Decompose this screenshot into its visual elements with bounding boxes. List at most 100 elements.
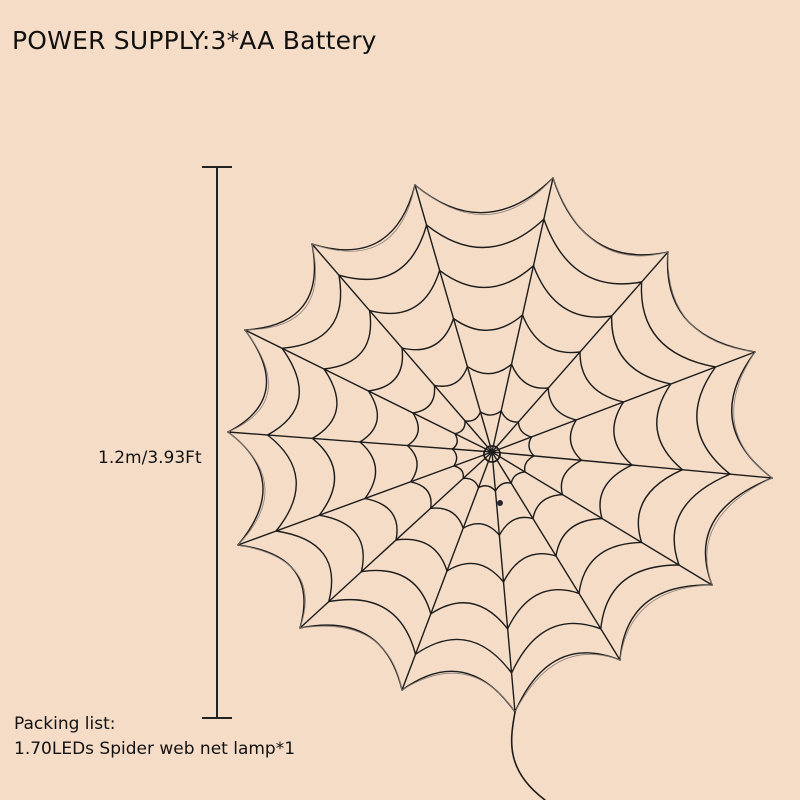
web-strand-shadow bbox=[311, 184, 416, 252]
web-strand bbox=[532, 265, 613, 318]
web-strand bbox=[464, 411, 482, 422]
web-strand bbox=[244, 243, 316, 331]
web-strand bbox=[281, 274, 342, 349]
web-strand bbox=[433, 365, 469, 387]
web-strand bbox=[517, 421, 533, 438]
web-strand bbox=[311, 437, 336, 516]
web-strand bbox=[227, 329, 268, 433]
web-strand bbox=[523, 455, 535, 473]
web-strand-shadow bbox=[401, 672, 516, 713]
web-strand bbox=[696, 366, 731, 475]
web-strand-shadow bbox=[414, 177, 554, 215]
power-cable bbox=[510, 711, 546, 800]
web-strand bbox=[368, 269, 441, 315]
web-strand bbox=[323, 309, 372, 370]
web-strand bbox=[498, 516, 534, 536]
web-strand bbox=[510, 363, 549, 389]
web-strand-shadow bbox=[237, 544, 306, 629]
web-strand bbox=[666, 251, 756, 353]
dimension-cap-top bbox=[202, 166, 232, 168]
web-strand bbox=[510, 622, 602, 674]
web-strand bbox=[318, 514, 364, 573]
web-strand bbox=[414, 638, 513, 674]
web-strand-shadow bbox=[706, 477, 773, 586]
web-strand bbox=[528, 436, 535, 457]
web-strand bbox=[237, 544, 305, 629]
web-strand-shadow bbox=[667, 251, 756, 353]
web-center bbox=[483, 445, 501, 463]
web-strand bbox=[430, 602, 509, 630]
web-strand bbox=[613, 401, 633, 466]
web-strand bbox=[462, 523, 501, 536]
web-strand bbox=[506, 589, 580, 630]
web-strand bbox=[466, 363, 513, 375]
web-strand bbox=[359, 441, 377, 500]
web-strand bbox=[266, 347, 300, 436]
web-strand bbox=[637, 469, 684, 544]
web-strand bbox=[412, 384, 436, 414]
web-strand bbox=[500, 410, 520, 423]
web-strand bbox=[453, 465, 465, 480]
web-strand bbox=[299, 624, 403, 691]
web-strand bbox=[510, 471, 526, 484]
web-strand bbox=[364, 497, 398, 541]
web-strand bbox=[555, 517, 603, 557]
web-strand bbox=[367, 347, 404, 392]
web-strand bbox=[704, 477, 773, 586]
spider-icon bbox=[497, 500, 503, 506]
dimension-line bbox=[216, 166, 218, 718]
packing-list-item: 1.70LEDs Spider web net lamp*1 bbox=[14, 739, 296, 759]
web-strand-shadow bbox=[733, 351, 773, 479]
packing-list-title: Packing list: bbox=[14, 714, 116, 734]
web-strand bbox=[640, 281, 717, 368]
web-strand bbox=[410, 481, 432, 509]
web-strand bbox=[451, 448, 458, 467]
web-strand bbox=[266, 434, 297, 532]
power-supply-title: POWER SUPPLY:3*AA Battery bbox=[12, 26, 377, 55]
web-strand bbox=[275, 530, 333, 603]
web-strand bbox=[401, 317, 455, 351]
web-strand bbox=[569, 419, 583, 461]
web-strand bbox=[502, 552, 557, 583]
web-strand bbox=[462, 477, 480, 489]
dimension-cap-bottom bbox=[202, 717, 232, 719]
web-strand bbox=[532, 493, 564, 520]
web-strand bbox=[227, 431, 264, 546]
web-strand-shadow bbox=[619, 584, 713, 661]
web-strand bbox=[454, 420, 466, 435]
web-strand-shadow bbox=[244, 243, 316, 331]
web-strand bbox=[600, 564, 680, 630]
web-strand bbox=[446, 562, 505, 583]
web-strand bbox=[599, 464, 633, 520]
web-strand bbox=[406, 412, 419, 447]
web-strand bbox=[406, 444, 418, 483]
web-strand bbox=[311, 184, 416, 251]
web-strand bbox=[579, 351, 625, 403]
web-strand bbox=[552, 177, 669, 256]
web-strand bbox=[610, 315, 672, 385]
web-strand bbox=[619, 584, 713, 661]
web-strand bbox=[477, 485, 497, 492]
web-strand bbox=[560, 459, 583, 496]
web-strand bbox=[494, 482, 512, 492]
web-strand bbox=[479, 410, 502, 416]
web-strand-shadow bbox=[227, 329, 269, 433]
web-strand bbox=[673, 473, 731, 566]
web-strand bbox=[543, 218, 643, 285]
web-strand bbox=[328, 598, 417, 655]
web-strand bbox=[452, 314, 524, 331]
web-strand bbox=[338, 224, 428, 281]
web-strand bbox=[656, 383, 684, 471]
web-strand bbox=[395, 538, 448, 572]
web-strand bbox=[451, 433, 458, 450]
web-strand bbox=[414, 177, 554, 214]
web-strand bbox=[547, 387, 577, 421]
web-strand-shadow bbox=[514, 653, 621, 713]
web-strand bbox=[360, 569, 432, 615]
web-strand bbox=[429, 507, 464, 529]
web-strand bbox=[521, 314, 581, 354]
web-strand bbox=[401, 670, 516, 713]
web-strand-shadow bbox=[227, 431, 266, 546]
web-strand-shadow bbox=[552, 177, 669, 257]
